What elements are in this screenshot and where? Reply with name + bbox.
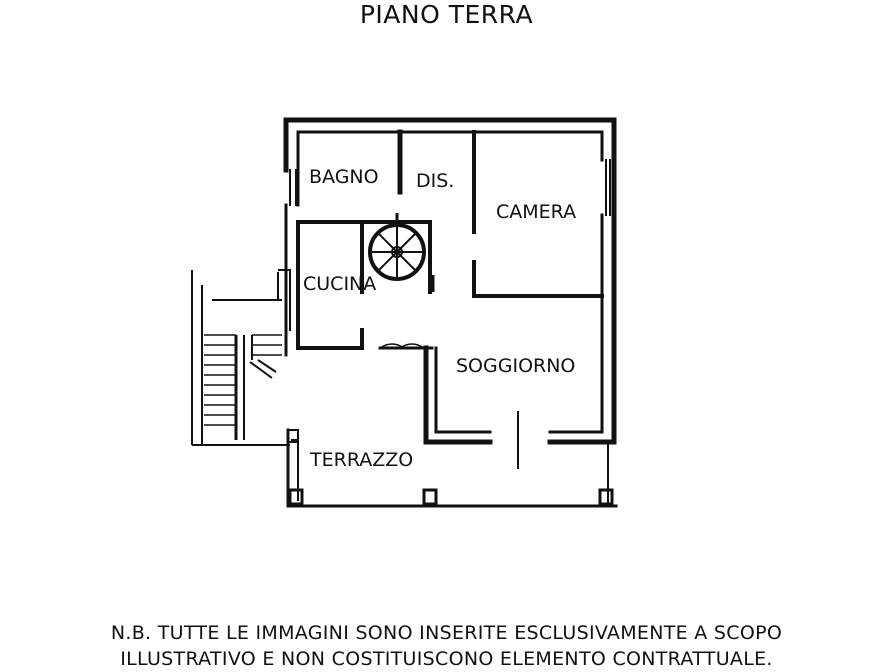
room-label-bagno: BAGNO (309, 166, 379, 188)
pillar (422, 488, 438, 506)
spiral-stair (368, 213, 435, 292)
room-label-camera: CAMERA (496, 201, 576, 223)
room-label-dis: DIS. (416, 170, 454, 192)
floor-title: PIANO TERRA (359, 0, 534, 29)
room-label-soggiorno: SOGGIORNO (456, 355, 575, 377)
room-label-cucina: CUCINA (303, 273, 376, 295)
door-arc (399, 343, 425, 349)
external-staircase (191, 269, 290, 446)
walls (283, 117, 618, 508)
pillar (288, 488, 304, 506)
room-label-terrazzo: TERRAZZO (309, 449, 413, 471)
disclaimer-line-2: ILLUSTRATIVO E NON COSTITUISCONO ELEMENT… (120, 648, 773, 670)
pillar (598, 488, 614, 506)
disclaimer-line-1: N.B. TUTTE LE IMMAGINI SONO INSERITE ESC… (110, 622, 783, 644)
